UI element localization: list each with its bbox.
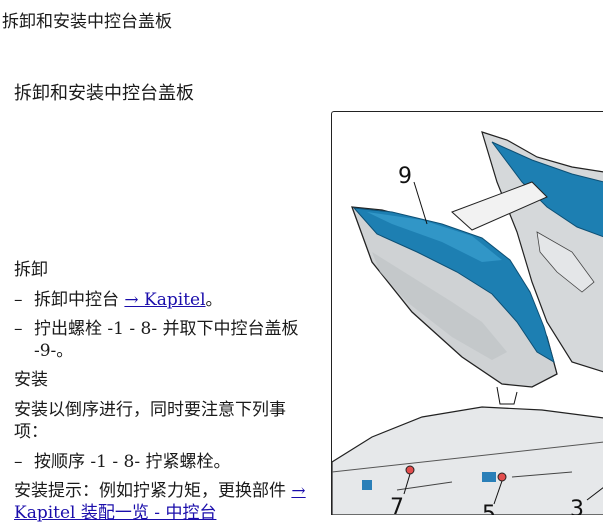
removal-step-1: – 拆卸中控台 → Kapitel。 [14,289,319,311]
removal-step-2: – 拧出螺栓 -1 - 8- 并取下中控台盖板 -9-。 [14,318,319,362]
installation-heading: 安装 [14,370,48,390]
installation-intro: 安装以倒序进行，同时要注意下列事项： [14,400,286,442]
console-cover-illustration: 9 7 5 3 [331,111,603,515]
installation-step-1-text: 按顺序 -1 - 8- 拧紧螺栓。 [34,452,231,472]
kapitel-link[interactable]: → Kapitel [124,290,206,310]
console-cover-drawing [332,131,603,515]
callout-9: 9 [398,164,412,189]
page-title: 拆卸和安装中控台盖板 [2,12,172,32]
callout-3: 3 [570,497,584,515]
callout-7: 7 [390,495,404,515]
instructions-column: 拆卸 – 拆卸中控台 → Kapitel。 – 拧出螺栓 -1 - 8- 并取下… [14,259,319,532]
installation-hint-text: 安装提示：例如拧紧力矩，更换部件 [14,481,286,501]
list-dash: – [14,452,23,472]
installation-step-1: – 按顺序 -1 - 8- 拧紧螺栓。 [14,451,319,473]
list-dash: – [14,290,23,310]
callout-5: 5 [482,502,496,515]
installation-hint: 安装提示：例如拧紧力矩，更换部件 → Kapitel 装配一览 - 中控台 [14,480,319,524]
removal-step-1-text: 拆卸中控台 [34,290,125,310]
section-heading: 拆卸和安装中控台盖板 [14,83,194,104]
list-dash: – [14,319,23,339]
removal-step-2-text: 拧出螺栓 -1 - 8- 并取下中控台盖板 -9-。 [34,319,299,361]
removal-heading: 拆卸 [14,260,48,280]
removal-step-1-suffix: 。 [205,290,223,310]
